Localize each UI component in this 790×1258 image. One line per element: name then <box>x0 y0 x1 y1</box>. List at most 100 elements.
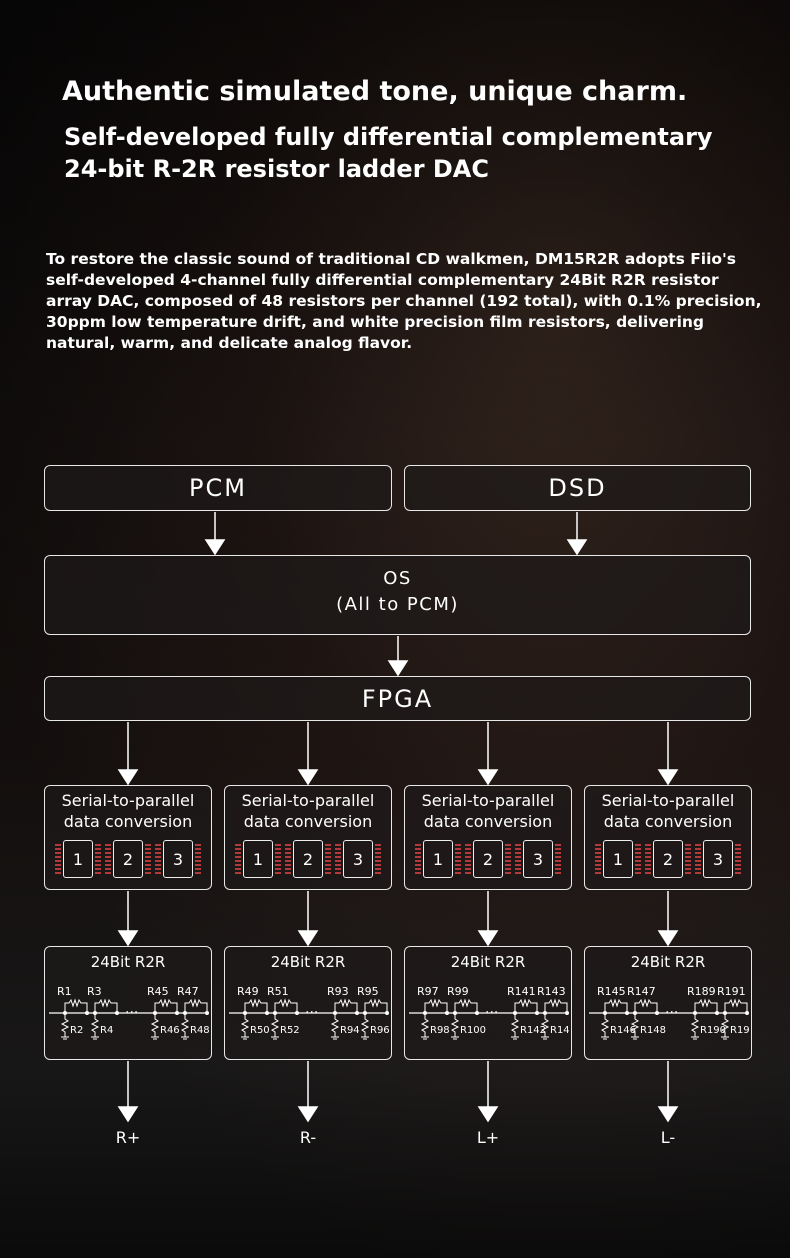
output-label: L+ <box>476 1128 500 1147</box>
resistor-label: R98 <box>430 1025 450 1036</box>
resistor-label: R95 <box>357 985 379 998</box>
resistor-icon <box>454 998 478 1013</box>
conversion-label-2: data conversion <box>603 812 733 831</box>
r2r-box: 24Bit R2RR97R98R99R100R141R142R143R144··… <box>404 946 572 1060</box>
r2r-label: 24Bit R2R <box>630 953 706 971</box>
arrow-head-icon <box>477 1106 499 1123</box>
arrow-head-icon <box>297 1106 319 1123</box>
ground-resistor-icon <box>690 1013 700 1040</box>
conversion-label-1: Serial-to-parallel <box>241 791 375 810</box>
chip-icon: 1 <box>595 840 641 878</box>
ground-resistor-icon <box>180 1013 190 1040</box>
chip-icon: 1 <box>55 840 101 878</box>
resistor-label: R191 <box>717 985 746 998</box>
node-dot <box>205 1011 209 1015</box>
ground-resistor-icon <box>330 1013 340 1040</box>
fpga-box: FPGA <box>44 676 751 721</box>
node-dot <box>655 1011 659 1015</box>
resistor-icon <box>154 998 178 1013</box>
resistor-icon <box>694 998 718 1013</box>
resistor-label: R96 <box>370 1025 389 1036</box>
arrow-head-icon <box>204 539 226 556</box>
resistor-label: R3 <box>87 985 102 998</box>
conversion-label-1: Serial-to-parallel <box>421 791 555 810</box>
resistor-label: R144 <box>550 1025 569 1036</box>
arrow-head-icon <box>117 1106 139 1123</box>
node-dot <box>565 1011 569 1015</box>
resistor-label: R189 <box>687 985 716 998</box>
pcm-box: PCM <box>44 465 392 511</box>
ground-resistor-icon <box>420 1013 430 1040</box>
description: To restore the classic sound of traditio… <box>46 250 762 352</box>
resistor-icon <box>274 998 298 1013</box>
resistor-label: R1 <box>57 985 72 998</box>
resistor-label: R141 <box>507 985 536 998</box>
ground-resistor-icon <box>90 1013 100 1040</box>
subheadline: Self-developed fully differential comple… <box>64 121 713 185</box>
subheadline-line-2: 24-bit R-2R resistor ladder DAC <box>64 155 489 183</box>
resistor-label: R2 <box>70 1025 83 1036</box>
ground-resistor-icon <box>600 1013 610 1040</box>
output-label: L- <box>660 1128 676 1147</box>
node-dot <box>295 1011 299 1015</box>
chip-icon: 2 <box>105 840 151 878</box>
arrow-head-icon <box>657 1106 679 1123</box>
r2r-label: 24Bit R2R <box>270 953 346 971</box>
chip-icon: 3 <box>155 840 201 878</box>
resistor-label: R48 <box>190 1025 209 1036</box>
node-dot <box>175 1011 179 1015</box>
resistor-icon <box>364 998 388 1013</box>
arrow-head-icon <box>297 769 319 786</box>
output-label: R- <box>299 1128 317 1147</box>
node-dot <box>265 1011 269 1015</box>
resistor-label: R50 <box>250 1025 270 1036</box>
node-dot <box>535 1011 539 1015</box>
conversion-label-2: data conversion <box>423 812 553 831</box>
resistor-label: R143 <box>537 985 566 998</box>
arrow-head-icon <box>657 930 679 947</box>
subheadline-line-1: Self-developed fully differential comple… <box>64 123 713 151</box>
resistor-label: R99 <box>447 985 469 998</box>
resistor-icon <box>94 998 118 1013</box>
chip-icon: 3 <box>335 840 381 878</box>
resistor-label: R100 <box>460 1025 486 1036</box>
headline: Authentic simulated tone, unique charm. <box>62 76 688 107</box>
os-box: OS (All to PCM) <box>44 555 751 635</box>
resistor-ladder: R145R146R147R148R189R190R191R192··· <box>589 985 749 1040</box>
arrow-head-icon <box>477 930 499 947</box>
resistor-label: R49 <box>237 985 259 998</box>
resistor-label: R52 <box>280 1025 300 1036</box>
node-dot <box>475 1011 479 1015</box>
chip-icon: 2 <box>465 840 511 878</box>
arrow-head-icon <box>387 660 409 677</box>
ground-resistor-icon <box>150 1013 160 1040</box>
resistor-label: R192 <box>730 1025 749 1036</box>
arrow-head-icon <box>297 930 319 947</box>
resistor-label: R190 <box>700 1025 726 1036</box>
node-dot <box>115 1011 119 1015</box>
chip-icon: 3 <box>515 840 561 878</box>
resistor-icon <box>244 998 268 1013</box>
os-label: OS <box>383 568 412 589</box>
arrow-head-icon <box>117 769 139 786</box>
resistor-label: R93 <box>327 985 349 998</box>
os-sublabel: (All to PCM) <box>336 594 459 615</box>
arrow-head-icon <box>566 539 588 556</box>
resistor-label: R97 <box>417 985 439 998</box>
node-dot <box>745 1011 749 1015</box>
resistor-label: R47 <box>177 985 199 998</box>
chip-icon: 1 <box>415 840 461 878</box>
resistor-icon <box>544 998 568 1013</box>
resistor-label: R147 <box>627 985 656 998</box>
chip-icon: 2 <box>645 840 691 878</box>
resistor-label: R145 <box>597 985 626 998</box>
resistor-icon <box>334 998 358 1013</box>
chip-icon: 3 <box>695 840 741 878</box>
